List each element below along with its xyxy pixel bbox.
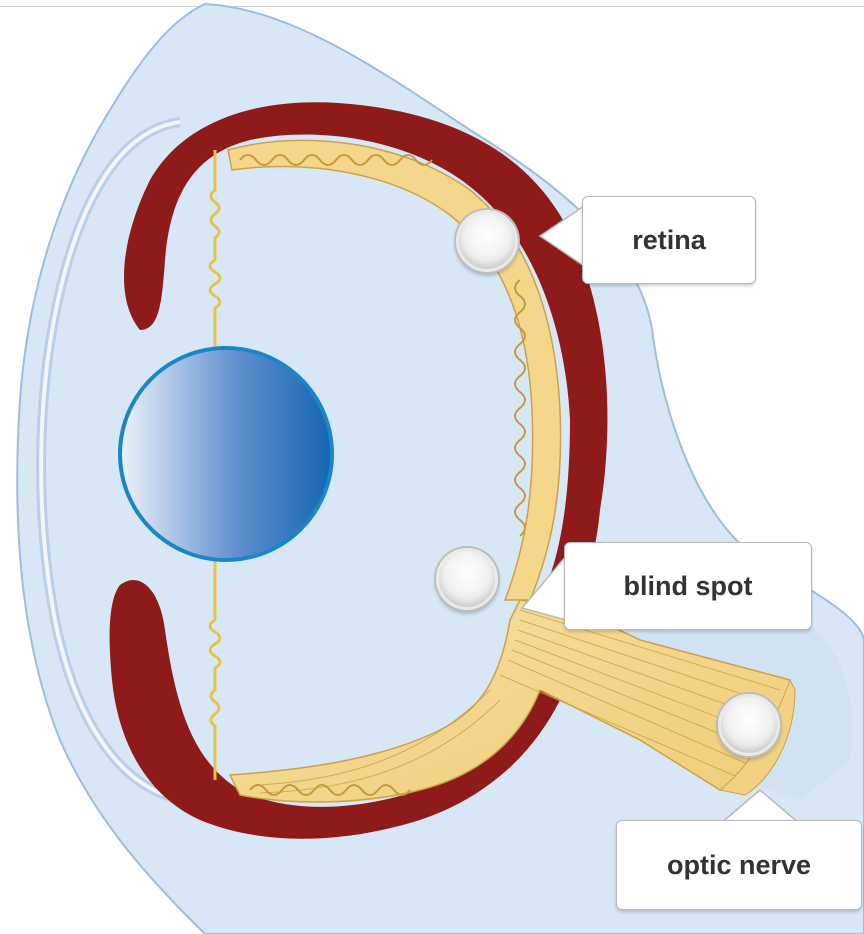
lens bbox=[120, 348, 332, 560]
optic-nerve-hotspot[interactable] bbox=[718, 694, 780, 756]
optic-nerve-label-text: optic nerve bbox=[667, 850, 811, 881]
blind-spot-hotspot[interactable] bbox=[436, 548, 498, 610]
retina-label: retina bbox=[582, 196, 756, 284]
optic-nerve-label: optic nerve bbox=[616, 820, 862, 910]
blind-spot-label-text: blind spot bbox=[624, 571, 753, 602]
blind-spot-label: blind spot bbox=[564, 542, 812, 630]
retina-label-text: retina bbox=[632, 225, 706, 256]
retina-hotspot[interactable] bbox=[456, 210, 518, 272]
